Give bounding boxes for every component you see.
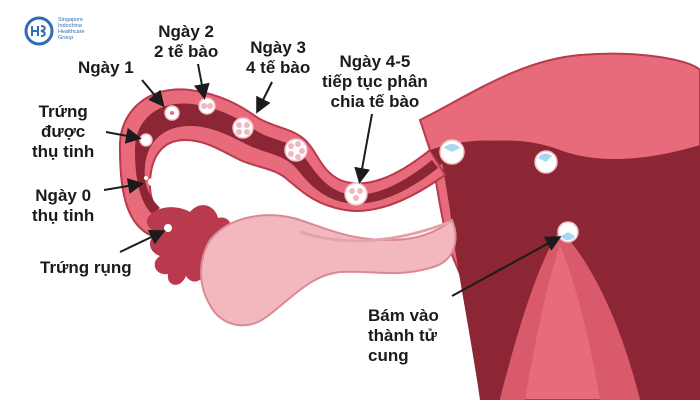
label-implant-line3: cung xyxy=(368,346,409,365)
ovulated-egg xyxy=(164,224,172,232)
label-fert-line2: được xyxy=(41,122,86,141)
label-day45-line3: chia tế bào xyxy=(330,92,420,111)
logo-line-2: Indochina xyxy=(58,23,82,29)
arrow-day0 xyxy=(103,178,144,194)
label-implantation: Bám vào thành tử cung xyxy=(368,306,439,366)
uterine-cavity xyxy=(440,140,700,400)
logo-line-3: Healthcare xyxy=(58,29,85,35)
ovary xyxy=(200,214,457,327)
label-fert-line3: thụ tinh xyxy=(32,142,95,161)
arrow-ovulation xyxy=(119,229,166,253)
ovarian-ligament xyxy=(299,220,451,243)
arrow-implant xyxy=(451,236,562,297)
label-day1: Ngày 1 xyxy=(78,58,134,78)
logo-line-4: Group xyxy=(58,35,74,41)
label-day0-line1: Ngày 0 xyxy=(35,186,92,205)
arrow-day2 xyxy=(193,63,210,100)
pointer-arrows xyxy=(103,63,562,297)
blastocyst-1 xyxy=(439,139,465,165)
fertilization-sperm-cluster xyxy=(144,174,162,186)
logo-emblem-icon xyxy=(24,16,54,46)
embryo-day4-5 xyxy=(344,182,368,206)
label-ovulation-text: Trứng rụng xyxy=(40,258,132,277)
label-implant-line2: thành tử xyxy=(368,326,437,345)
tube-lumen xyxy=(135,103,438,214)
label-ovulation: Trứng rụng xyxy=(40,258,132,278)
label-day1-text: Ngày 1 xyxy=(78,58,134,77)
arrow-day3 xyxy=(256,81,273,114)
label-day45-line1: Ngày 4-5 xyxy=(339,52,411,71)
label-day0-line2: thụ tinh xyxy=(32,206,95,225)
label-fertilized-egg: Trứng được thụ tinh xyxy=(32,102,94,162)
arrow-day45 xyxy=(354,113,373,184)
embryo-morula xyxy=(284,138,308,162)
embryo-4-cell xyxy=(232,117,254,139)
arrow-day1 xyxy=(141,79,165,108)
zygote-nucleus xyxy=(170,111,174,115)
endometrium-lining xyxy=(500,230,640,400)
logo-text: Singapore Indochina Healthcare Group xyxy=(58,17,85,41)
label-day3-line2: 4 tế bào xyxy=(246,58,311,77)
implanting-blastocyst xyxy=(557,221,579,243)
arrow-fertilized xyxy=(105,127,142,144)
label-day2: Ngày 2 2 tế bào xyxy=(154,22,218,62)
blastocyst-2 xyxy=(534,150,558,174)
shg-logo: Singapore Indochina Healthcare Group xyxy=(24,16,134,48)
label-day3-line1: Ngày 3 xyxy=(250,38,306,57)
label-day4-5: Ngày 4-5 tiếp tục phân chia tế bào xyxy=(322,52,428,112)
label-implant-line1: Bám vào xyxy=(368,306,439,325)
label-day45-line2: tiếp tục phân xyxy=(322,72,428,91)
label-day2-line2: 2 tế bào xyxy=(154,42,219,61)
embryo-2-cell xyxy=(198,97,216,115)
label-day0: Ngày 0 thụ tinh xyxy=(32,186,94,226)
fertilized-egg xyxy=(139,133,153,147)
logo-line-1: Singapore xyxy=(58,17,84,23)
label-day2-line1: Ngày 2 xyxy=(158,22,214,41)
label-day3: Ngày 3 4 tế bào xyxy=(246,38,310,78)
label-fert-line1: Trứng xyxy=(38,102,88,121)
